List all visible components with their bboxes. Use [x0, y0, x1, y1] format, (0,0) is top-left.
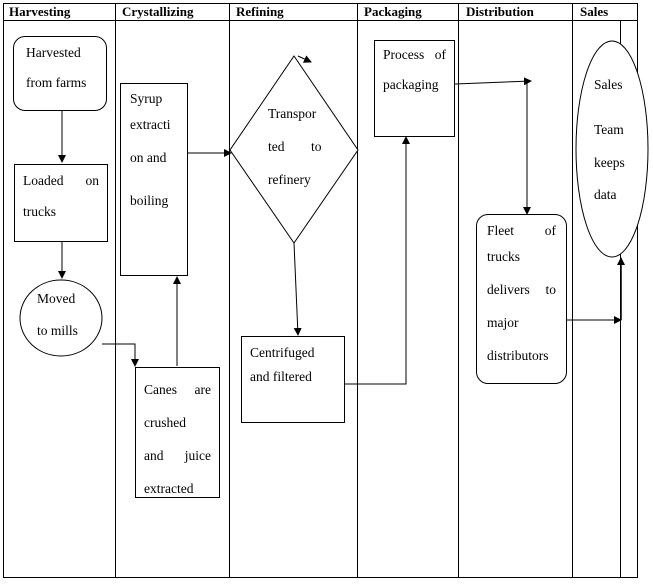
node-text: extracted — [144, 481, 194, 496]
node-text: and — [144, 448, 164, 463]
node-harvested: Harvested from farms — [13, 36, 107, 111]
diamond-top-arrowhead — [297, 55, 312, 63]
node-text: juice — [184, 448, 211, 463]
node-transported-text: ted — [268, 139, 285, 154]
node-transported-text: refinery — [268, 172, 311, 187]
moved-circle — [19, 279, 103, 357]
node-moved-text: Moved — [37, 291, 76, 306]
node-text: boiling — [130, 193, 169, 208]
node-text: Harvested — [26, 45, 81, 60]
node-text: are — [194, 382, 211, 397]
node-centrifuged: Centrifuged and filtered — [241, 336, 345, 423]
node-transported-text: to — [311, 139, 322, 154]
lane-header-sales: Sales — [580, 4, 609, 19]
arrow-packaging-right — [454, 77, 532, 86]
node-moved-text: to mills — [37, 323, 78, 338]
node-text: of — [544, 223, 556, 238]
node-text: delivers — [487, 282, 530, 297]
sales-ellipse — [575, 40, 649, 258]
arrow-centrifuged-to-packaging — [345, 136, 410, 385]
node-fleet: Fleet of trucks delivers to major distribu… — [476, 214, 567, 384]
node-text: packaging — [383, 77, 439, 92]
node-text: trucks — [23, 204, 56, 219]
node-sales-text: data — [594, 187, 617, 202]
node-loaded: Loaded on trucks — [14, 164, 108, 242]
node-packaging: Process of packaging — [374, 40, 455, 137]
node-text: to — [545, 282, 556, 297]
node-sales-text: Sales — [594, 77, 623, 92]
node-text: Fleet — [487, 223, 514, 238]
arrow-moved-to-canes — [102, 343, 139, 367]
lane-header-crystallizing: Crystallizing — [122, 4, 194, 19]
lane-header-distribution: Distribution — [466, 4, 534, 19]
node-text: Canes — [144, 382, 177, 397]
lane-header-packaging: Packaging — [364, 4, 422, 19]
node-text: distributors — [487, 348, 549, 363]
node-text: Process — [383, 47, 425, 62]
node-sales-text: Team — [594, 122, 624, 137]
node-text: major — [487, 315, 519, 330]
node-text: and filtered — [250, 369, 312, 384]
node-text: Loaded — [23, 173, 64, 188]
arrow-transported-to-centrifuged — [293, 242, 302, 336]
node-transported-text: Transpor — [268, 106, 317, 121]
transported-diamond — [229, 55, 359, 244]
node-text: Centrifuged — [250, 345, 315, 360]
node-text: Syrup — [130, 91, 163, 106]
node-text: on and — [130, 150, 167, 165]
node-text: extracti — [130, 117, 171, 132]
node-text: trucks — [487, 249, 520, 264]
node-sales-text: keeps — [594, 155, 625, 170]
node-canes: Canes are crushed and juice extracted — [135, 367, 220, 498]
node-syrup: Syrup extracti on and boiling — [120, 83, 188, 276]
lane-header-harvesting: Harvesting — [9, 4, 71, 19]
node-text: on — [85, 173, 100, 188]
node-text: from farms — [26, 75, 87, 90]
lane-header-refining: Refining — [236, 4, 284, 19]
node-text: crushed — [144, 415, 186, 430]
swimlane-table-border — [3, 3, 638, 578]
node-text: of — [434, 47, 446, 62]
